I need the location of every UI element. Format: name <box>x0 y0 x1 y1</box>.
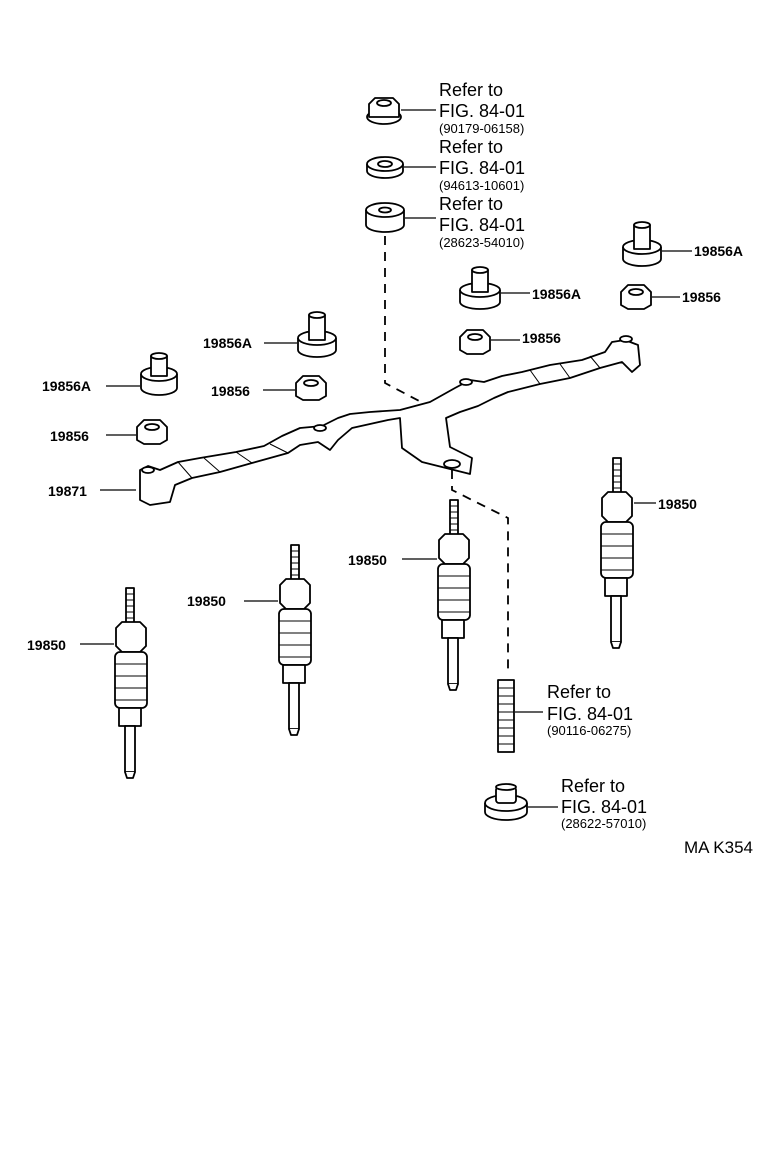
reference-line1: Refer to <box>547 682 611 702</box>
callout-19856a-center: 19856A <box>532 286 581 302</box>
flange-nut-reference-part <box>366 97 436 125</box>
diagram-code: MA K354 <box>684 838 753 857</box>
callout-19850-right: 19850 <box>658 496 697 512</box>
callout-19856-right: 19856 <box>682 289 721 305</box>
callout-19856-center: 19856 <box>522 330 561 346</box>
glow-plug-far-left <box>80 587 148 779</box>
callout-19871: 19871 <box>48 483 87 499</box>
reference-line2: FIG. 84-01 <box>439 101 525 121</box>
glow-plug-center <box>402 499 471 691</box>
assembly-line-upper <box>384 236 441 413</box>
terminal-nut-19856a-center <box>459 266 530 310</box>
reference-line2: FIG. 84-01 <box>439 158 525 178</box>
callout-19856a-right: 19856A <box>694 243 743 259</box>
reference-part-number: (90179-06158) <box>439 121 524 136</box>
reference-line1: Refer to <box>439 194 503 214</box>
cap-nut-reference-part <box>484 783 558 821</box>
callout-19856-left: 19856 <box>50 428 89 444</box>
callout-19856a-mid: 19856A <box>203 335 252 351</box>
reference-note-cap-nut: Refer to FIG. 84-01 (28622-57010) <box>561 776 647 831</box>
callout-19850-left: 19850 <box>187 593 226 609</box>
reference-line2: FIG. 84-01 <box>439 215 525 235</box>
callout-19856a-left: 19856A <box>42 378 91 394</box>
hex-nut-19856-mid <box>263 375 327 401</box>
reference-note-collar: Refer to FIG. 84-01 (28623-54010) <box>439 194 525 250</box>
collar-reference-part <box>365 202 436 233</box>
terminal-nut-19856a-right <box>622 221 692 267</box>
hex-nut-19856-right <box>620 284 680 310</box>
reference-part-number: (94613-10601) <box>439 178 524 193</box>
glow-plug-right <box>600 457 656 649</box>
reference-part-number: (28623-54010) <box>439 235 524 250</box>
reference-note-stud-bolt: Refer to FIG. 84-01 (90116-06275) <box>547 682 633 738</box>
callout-19850-center: 19850 <box>348 552 387 568</box>
reference-line2: FIG. 84-01 <box>561 797 647 817</box>
reference-line1: Refer to <box>439 137 503 157</box>
terminal-nut-19856a-left <box>106 352 178 396</box>
reference-line1: Refer to <box>561 776 625 796</box>
reference-part-number: (90116-06275) <box>547 723 631 738</box>
reference-line1: Refer to <box>439 80 503 100</box>
reference-note-washer: Refer to FIG. 84-01 (94613-10601) <box>439 137 525 193</box>
hex-nut-19856-center <box>459 329 520 355</box>
glow-plug-connector-bar <box>100 335 641 506</box>
reference-part-number: (28622-57010) <box>561 816 646 831</box>
assembly-line-lower <box>451 470 509 675</box>
glow-plug-left <box>244 544 312 736</box>
washer-reference-part <box>366 156 436 179</box>
stud-bolt-reference-part <box>497 679 543 753</box>
reference-note-flange-nut: Refer to FIG. 84-01 (90179-06158) <box>439 80 525 136</box>
callout-19850-far-left: 19850 <box>27 637 66 653</box>
callout-19856-mid: 19856 <box>211 383 250 399</box>
reference-line2: FIG. 84-01 <box>547 704 633 724</box>
terminal-nut-19856a-mid <box>264 311 337 358</box>
hex-nut-19856-left <box>106 419 168 445</box>
